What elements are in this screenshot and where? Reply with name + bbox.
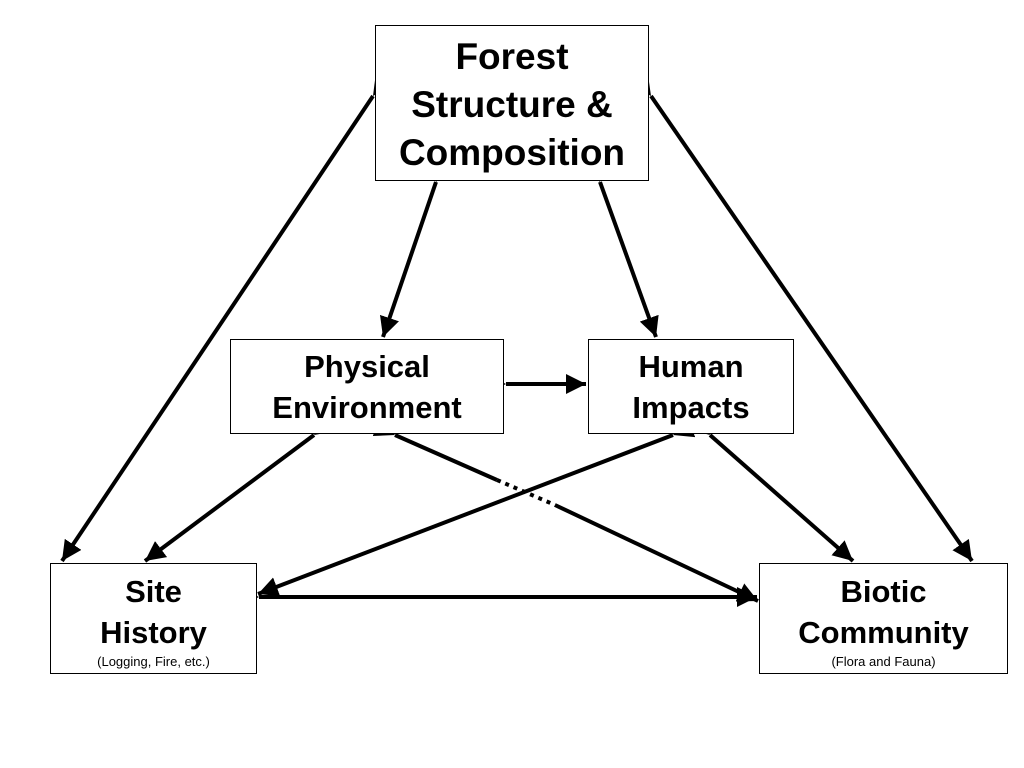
node-human-line-1: Human xyxy=(638,349,744,384)
node-physical-environment: Physical Environment xyxy=(230,339,504,434)
arrow-physical-site xyxy=(143,415,337,563)
node-biotic-line-1: Biotic xyxy=(840,574,927,609)
arrow-human-biotic xyxy=(688,414,855,563)
node-human-impacts: Human Impacts xyxy=(588,339,794,434)
node-physical-line-1: Physical xyxy=(304,349,430,384)
arrow-forest-human xyxy=(583,159,659,338)
arrow-physical-biotic-end xyxy=(554,503,759,603)
arrow-human-site xyxy=(257,418,696,597)
node-site-note: (Logging, Fire, etc.) xyxy=(97,654,210,669)
arrow-forest-biotic xyxy=(631,73,974,563)
node-biotic-note: (Flora and Fauna) xyxy=(831,654,936,669)
node-biotic-line-2: Community xyxy=(798,615,969,650)
node-human-line-2: Impacts xyxy=(632,390,750,425)
node-physical-line-2: Environment xyxy=(272,390,462,425)
node-forest-line-2: Structure & xyxy=(411,84,613,125)
node-site-line-2: History xyxy=(100,615,207,650)
arrow-physical-biotic-start xyxy=(372,417,498,482)
node-forest-line-3: Composition xyxy=(398,132,626,173)
arrow-forest-site xyxy=(60,73,393,563)
node-forest-line-1: Forest xyxy=(455,36,569,77)
node-biotic-community: Biotic Community (Flora and Fauna) xyxy=(759,563,1008,674)
node-forest-structure-composition: Forest Structure & Composition xyxy=(375,25,649,181)
node-site-line-1: Site xyxy=(125,574,182,609)
arrow-forest-physical xyxy=(380,159,452,338)
node-site-history: Site History (Logging, Fire, etc.) xyxy=(50,563,257,674)
